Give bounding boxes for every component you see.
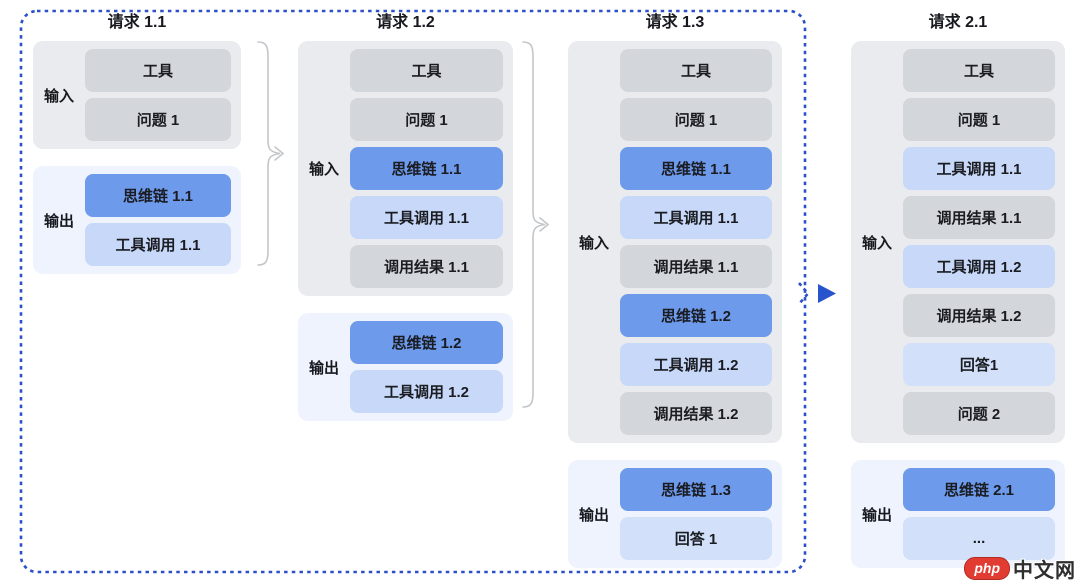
column-request-1-3: 请求 1.3 输入 工具问题 1 思维链 1.1 工具调用 1.1 调用结果 1.1 思维链…	[568, 10, 782, 568]
context-to-next-request-arrow	[798, 282, 836, 305]
box-question-2: 问题 2	[903, 392, 1055, 435]
php-cn-watermark-text: 中文网	[1013, 560, 1076, 582]
box-tool-call-1-2: 工具调用 1.2	[620, 343, 772, 386]
box-question-1: 问题 1	[620, 98, 772, 141]
box-cot-1-1: 思维链 1.1	[350, 147, 503, 190]
box-tool: 工具	[903, 49, 1055, 92]
box-cot-1-1: 思维链 1.1	[85, 174, 231, 217]
box-question-1: 问题 1	[350, 98, 503, 141]
box-tool: 工具	[620, 49, 772, 92]
input-boxes: 工具问题 1 思维链 1.1 工具调用 1.1 调用结果 1.1 思维链 1.2 工具调用…	[620, 49, 772, 435]
box-tool-call-1-1: 工具调用 1.1	[620, 196, 772, 239]
brace-2-arrowhead	[539, 217, 550, 232]
column-request-2-1: 请求 2.1 输入 工具问题 1 工具调用 1.1 调用结果 1.1 工具调用 1.2 调用…	[851, 10, 1065, 568]
output-group-request-1-1: 输出思维链 1.1 工具调用 1.1	[33, 166, 241, 274]
box-cot-1-3: 思维链 1.3	[620, 468, 772, 511]
input-boxes: 工具问题 1 工具调用 1.1 调用结果 1.1 工具调用 1.2 调用结果 1.2 回答…	[903, 49, 1055, 435]
brace-1-arrowhead	[274, 146, 285, 161]
input-label: 输入	[578, 234, 609, 252]
box-answer-1: 回答 1	[620, 517, 772, 560]
box-tool-call-1-1: 工具调用 1.1	[903, 147, 1055, 190]
output-label: 输出	[578, 506, 609, 524]
brace-2	[522, 41, 550, 408]
output-group-request-2-1: 输出思维链 2.1...	[851, 460, 1065, 568]
box-tool: 工具	[350, 49, 503, 92]
column-request-1-2: 请求 1.2 输入 工具问题 1 思维链 1.1 工具调用 1.1 调用结果 1.1 输出思…	[298, 10, 513, 421]
box-tool: 工具	[85, 49, 231, 92]
box-call-result-1-2: 调用结果 1.2	[903, 294, 1055, 337]
output-boxes: 思维链 2.1...	[903, 468, 1055, 560]
box-cot-2-1: 思维链 2.1	[903, 468, 1055, 511]
column-title-request-1-1: 请求 1.1	[107, 14, 167, 31]
input-group-request-2-1: 输入 工具问题 1 工具调用 1.1 调用结果 1.1 工具调用 1.2 调用结果 1.2…	[851, 41, 1065, 443]
php-logo-badge: php	[964, 557, 1010, 580]
arrowhead-icon	[818, 284, 836, 303]
box-question-1: 问题 1	[903, 98, 1055, 141]
input-group-request-1-2: 输入 工具问题 1 思维链 1.1 工具调用 1.1 调用结果 1.1	[298, 41, 513, 296]
output-boxes: 思维链 1.2 工具调用 1.2	[350, 321, 503, 413]
box-tool-call-1-1: 工具调用 1.1	[350, 196, 503, 239]
box-cot-1-2: 思维链 1.2	[350, 321, 503, 364]
box-tool-call-1-2: 工具调用 1.2	[903, 245, 1055, 288]
output-group-request-1-2: 输出思维链 1.2 工具调用 1.2	[298, 313, 513, 421]
input-boxes: 工具问题 1	[85, 49, 231, 141]
box-answer-1: 回答1	[903, 343, 1055, 386]
brace-1	[257, 41, 285, 266]
output-label: 输出	[861, 506, 892, 524]
column-title-request-2-1: 请求 2.1	[928, 14, 988, 31]
box-question-1: 问题 1	[85, 98, 231, 141]
php-cn-watermark: php 中文网	[964, 554, 1076, 583]
input-group-request-1-1: 输入工具问题 1	[33, 41, 241, 149]
box-cot-1-2: 思维链 1.2	[620, 294, 772, 337]
box-cot-1-1: 思维链 1.1	[620, 147, 772, 190]
box-call-result-1-1: 调用结果 1.1	[350, 245, 503, 288]
input-label: 输入	[308, 161, 339, 178]
output-label: 输出	[308, 359, 339, 377]
output-label: 输出	[43, 212, 74, 230]
output-group-request-1-3: 输出思维链 1.3 回答 1	[568, 460, 782, 568]
output-boxes: 思维链 1.1 工具调用 1.1	[85, 174, 231, 266]
column-title-request-1-3: 请求 1.3	[645, 14, 705, 31]
box-call-result-1-2: 调用结果 1.2	[620, 392, 772, 435]
column-title-request-1-2: 请求 1.2	[376, 14, 435, 31]
input-label: 输入	[43, 87, 74, 105]
output-boxes: 思维链 1.3 回答 1	[620, 468, 772, 560]
input-label: 输入	[861, 234, 892, 252]
column-request-1-1: 请求 1.1 输入工具问题 1 输出思维链 1.1 工具调用 1.1	[33, 10, 241, 274]
box-call-result-1-1: 调用结果 1.1	[620, 245, 772, 288]
box-ellipsis: ...	[903, 517, 1055, 560]
box-tool-call-1-2: 工具调用 1.2	[350, 370, 503, 413]
box-call-result-1-1: 调用结果 1.1	[903, 196, 1055, 239]
input-boxes: 工具问题 1 思维链 1.1 工具调用 1.1 调用结果 1.1	[350, 49, 503, 288]
box-tool-call-1-1: 工具调用 1.1	[85, 223, 231, 266]
